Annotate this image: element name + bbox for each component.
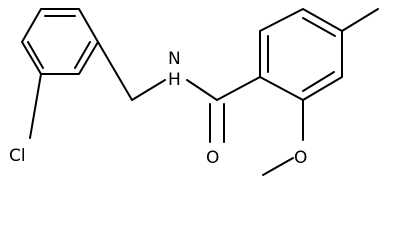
aromatic-bond-inner bbox=[27, 41, 44, 69]
structure-canvas: N H O O Cl bbox=[9, 8, 379, 176]
carbonyl-oxygen-label: O bbox=[206, 148, 219, 168]
chlorophenyl-ring bbox=[21, 8, 99, 75]
chlorine-atom-label: Cl bbox=[9, 146, 26, 166]
chemical-structure-diagram: N H O O Cl bbox=[9, 8, 379, 176]
aromatic-bond-inner bbox=[74, 41, 91, 69]
nitrogen-atom-label: N bbox=[168, 49, 181, 69]
ch2-n-bond bbox=[131, 79, 166, 101]
amide-hydrogen-label: H bbox=[168, 70, 181, 90]
aryl-ch2-bond bbox=[97, 41, 133, 101]
carbonyl-aryl-bond bbox=[216, 76, 261, 101]
methoxy-oxygen-label: O bbox=[294, 148, 307, 168]
methoxy-methyl-ring bbox=[259, 8, 343, 101]
aromatic-bond-inner bbox=[302, 17, 336, 37]
aromatic-bond-inner bbox=[302, 71, 335, 92]
n-carbonyl-bond bbox=[186, 79, 218, 101]
methyl-bond bbox=[341, 8, 379, 32]
c-cl-bond bbox=[29, 73, 42, 139]
o-methyl-bond bbox=[262, 157, 294, 176]
